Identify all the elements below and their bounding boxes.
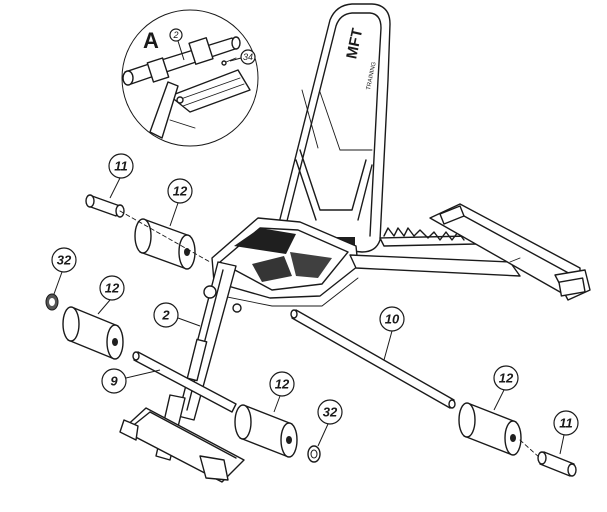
callout-12-left-label: 12 [105, 281, 120, 296]
callout-12-mid-label: 12 [275, 377, 290, 392]
detail-tube-end [122, 70, 134, 86]
callout-12-mid: 12 [269, 371, 295, 413]
part-11-right [537, 451, 577, 477]
brand-sub: TRAINING [366, 61, 378, 91]
callout-32-left: 32 [51, 247, 77, 295]
front-leg [119, 261, 245, 483]
detail-callout-2: 2 [172, 30, 178, 40]
callout-32-mid: 32 [317, 399, 343, 447]
part-12-mid [234, 404, 298, 458]
detail-view-a: A 2 34 [121, 9, 259, 147]
brand-logo: MFT [343, 27, 366, 61]
detail-callout-34-circle [240, 49, 256, 65]
callout-11-top-label: 11 [114, 159, 128, 174]
callout-32-mid-label: 32 [323, 405, 338, 420]
part-32-mid [307, 445, 321, 463]
detail-tube-end-right [231, 36, 241, 50]
detail-seat [169, 69, 251, 113]
backrest: MFT TRAINING [277, 3, 391, 253]
detail-letter: A [143, 28, 159, 53]
part-32-left [45, 293, 59, 311]
callout-11-right-label: 11 [559, 416, 573, 431]
callout-10: 10 [379, 306, 405, 361]
part-12-right [458, 402, 522, 456]
detail-bolt [176, 96, 184, 104]
detail-collar [146, 57, 170, 83]
part-11-top [85, 194, 125, 218]
callout-12-top-label: 12 [173, 184, 188, 199]
main-rail [349, 203, 591, 301]
detail-post [149, 81, 179, 139]
detail-callout-34: 34 [243, 52, 253, 62]
callout-12-right: 12 [493, 365, 519, 411]
callout-2-label: 2 [161, 308, 170, 323]
callout-11-top: 11 [108, 153, 134, 199]
part-12-top [134, 218, 196, 270]
detail-callout-2-circle [169, 28, 183, 42]
part-12-left [62, 306, 124, 360]
part-9-rod [132, 351, 237, 413]
callout-12-top: 12 [167, 178, 193, 227]
callout-10-label: 10 [385, 312, 400, 327]
callout-9: 9 [101, 368, 161, 394]
callout-2: 2 [153, 302, 201, 328]
seat [211, 217, 359, 307]
part-10-rod [290, 309, 456, 409]
detail-sleeve [188, 37, 214, 65]
callout-9-label: 9 [110, 374, 118, 389]
callout-11-right: 11 [553, 410, 579, 455]
callout-12-right-label: 12 [499, 371, 514, 386]
callout-32-left-label: 32 [57, 253, 72, 268]
callout-12-left: 12 [97, 275, 125, 315]
